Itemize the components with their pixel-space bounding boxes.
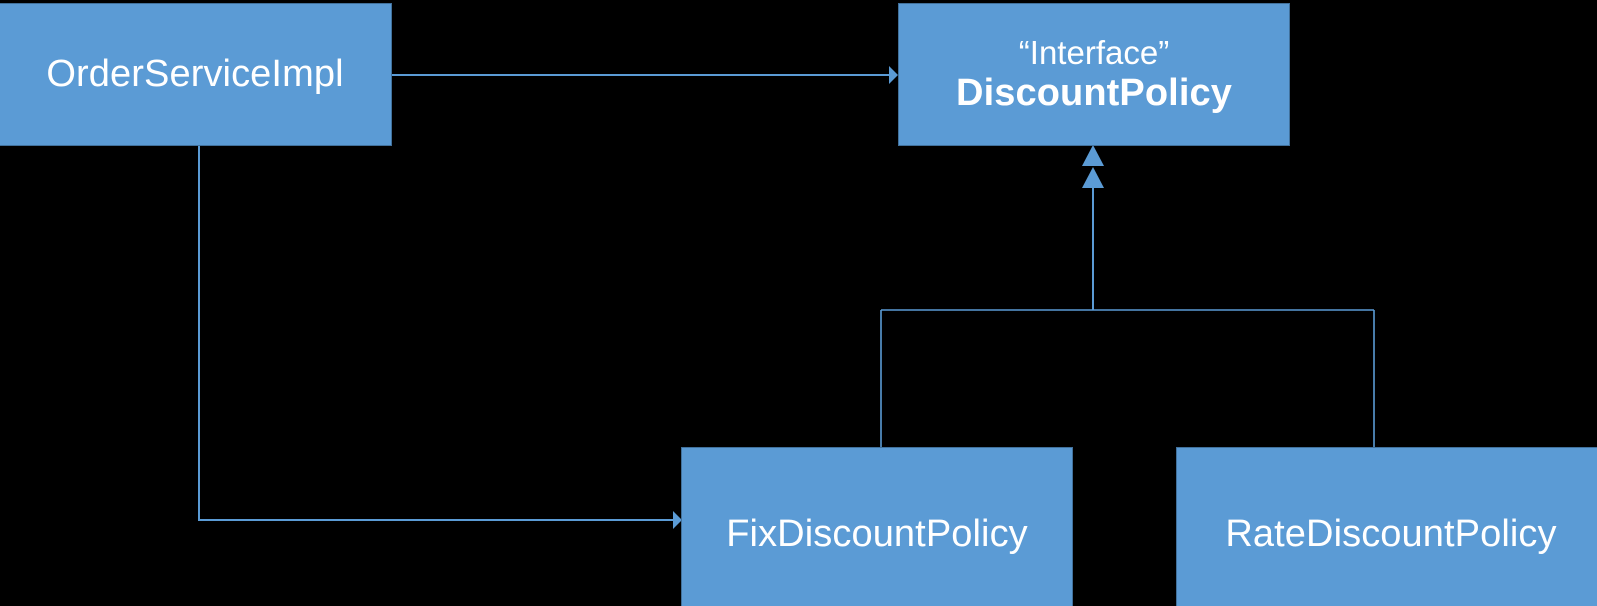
class-node-fix-discount-policy[interactable]: FixDiscountPolicy — [681, 447, 1073, 606]
edge-order-service-impl-to-discount-policy — [392, 66, 898, 84]
class-node-label: OrderServiceImpl — [46, 53, 344, 96]
class-node-stereotype: “Interface” — [1018, 33, 1170, 71]
arrowhead-icon — [889, 66, 898, 84]
inheritance-triangle-icon — [1082, 167, 1104, 188]
class-node-order-service-impl[interactable]: OrderServiceImpl — [0, 3, 392, 146]
class-node-discount-policy[interactable]: “Interface” DiscountPolicy — [898, 3, 1290, 146]
class-node-label: RateDiscountPolicy — [1225, 513, 1557, 556]
edge-line — [198, 146, 673, 521]
edge-realization-tree — [880, 145, 1375, 447]
inheritance-triangle-icon — [1082, 145, 1104, 166]
class-node-label: FixDiscountPolicy — [726, 513, 1028, 556]
class-node-rate-discount-policy[interactable]: RateDiscountPolicy — [1176, 447, 1597, 606]
edge-order-service-impl-to-fix-discount-policy — [198, 146, 682, 529]
class-node-label: DiscountPolicy — [956, 71, 1232, 114]
